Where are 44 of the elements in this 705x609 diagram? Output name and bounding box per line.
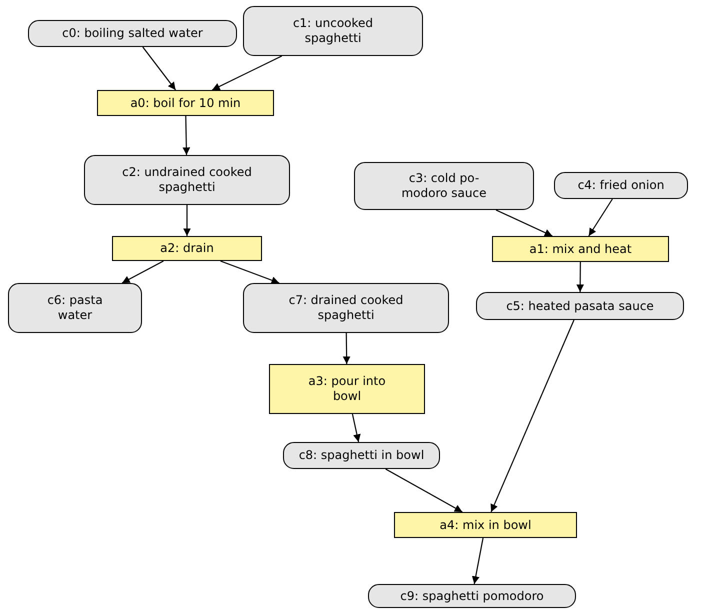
node-label: a0: boil for 10 min [130,96,241,110]
state-box [8,283,142,333]
process-box [112,236,262,261]
process-box [394,512,577,538]
arrow [122,260,164,284]
process-box [492,236,669,262]
state-box [283,442,440,469]
arrow [352,414,361,442]
state-box [243,283,449,333]
arrow [220,260,280,284]
arrow [588,198,613,236]
node-label: c8: spaghetti in bowl [298,448,424,463]
state-box [368,584,576,608]
arrow [576,262,584,292]
arrow [142,46,176,90]
state-box [354,162,534,210]
arrow [472,538,484,584]
node-label: a4: mix in bowl [440,518,532,532]
node-label: c2: undrained cooked spaghetti [122,165,252,195]
arrow [385,468,463,512]
node-label: c0: boiling salted water [62,26,203,41]
node-label: c6: pasta water [46,293,104,323]
node-label: a3: pour into bowl [307,374,387,404]
state-box [243,6,423,56]
node-label: c9: spaghetti pomodoro [400,588,544,604]
arrow [212,56,282,90]
process-box [97,90,274,116]
node-label: a1: mix and heat [529,242,632,256]
arrow [342,333,350,364]
arrow [496,210,553,236]
state-box [476,292,684,320]
state-box [84,155,290,205]
node-label: c5: heated pasata sauce [506,298,654,314]
node-label: c4: fried onion [578,178,664,193]
state-box [554,172,688,199]
arrow [182,116,190,156]
arrow [490,320,574,512]
process-box [269,364,425,414]
node-label: c3: cold po- modoro sauce [400,171,488,201]
node-label: a2: drain [160,241,214,256]
state-box [28,20,237,47]
node-label: c7: drained cooked spaghetti [288,293,404,323]
node-label: c1: uncooked spaghetti [292,16,374,46]
arrow [183,205,191,236]
